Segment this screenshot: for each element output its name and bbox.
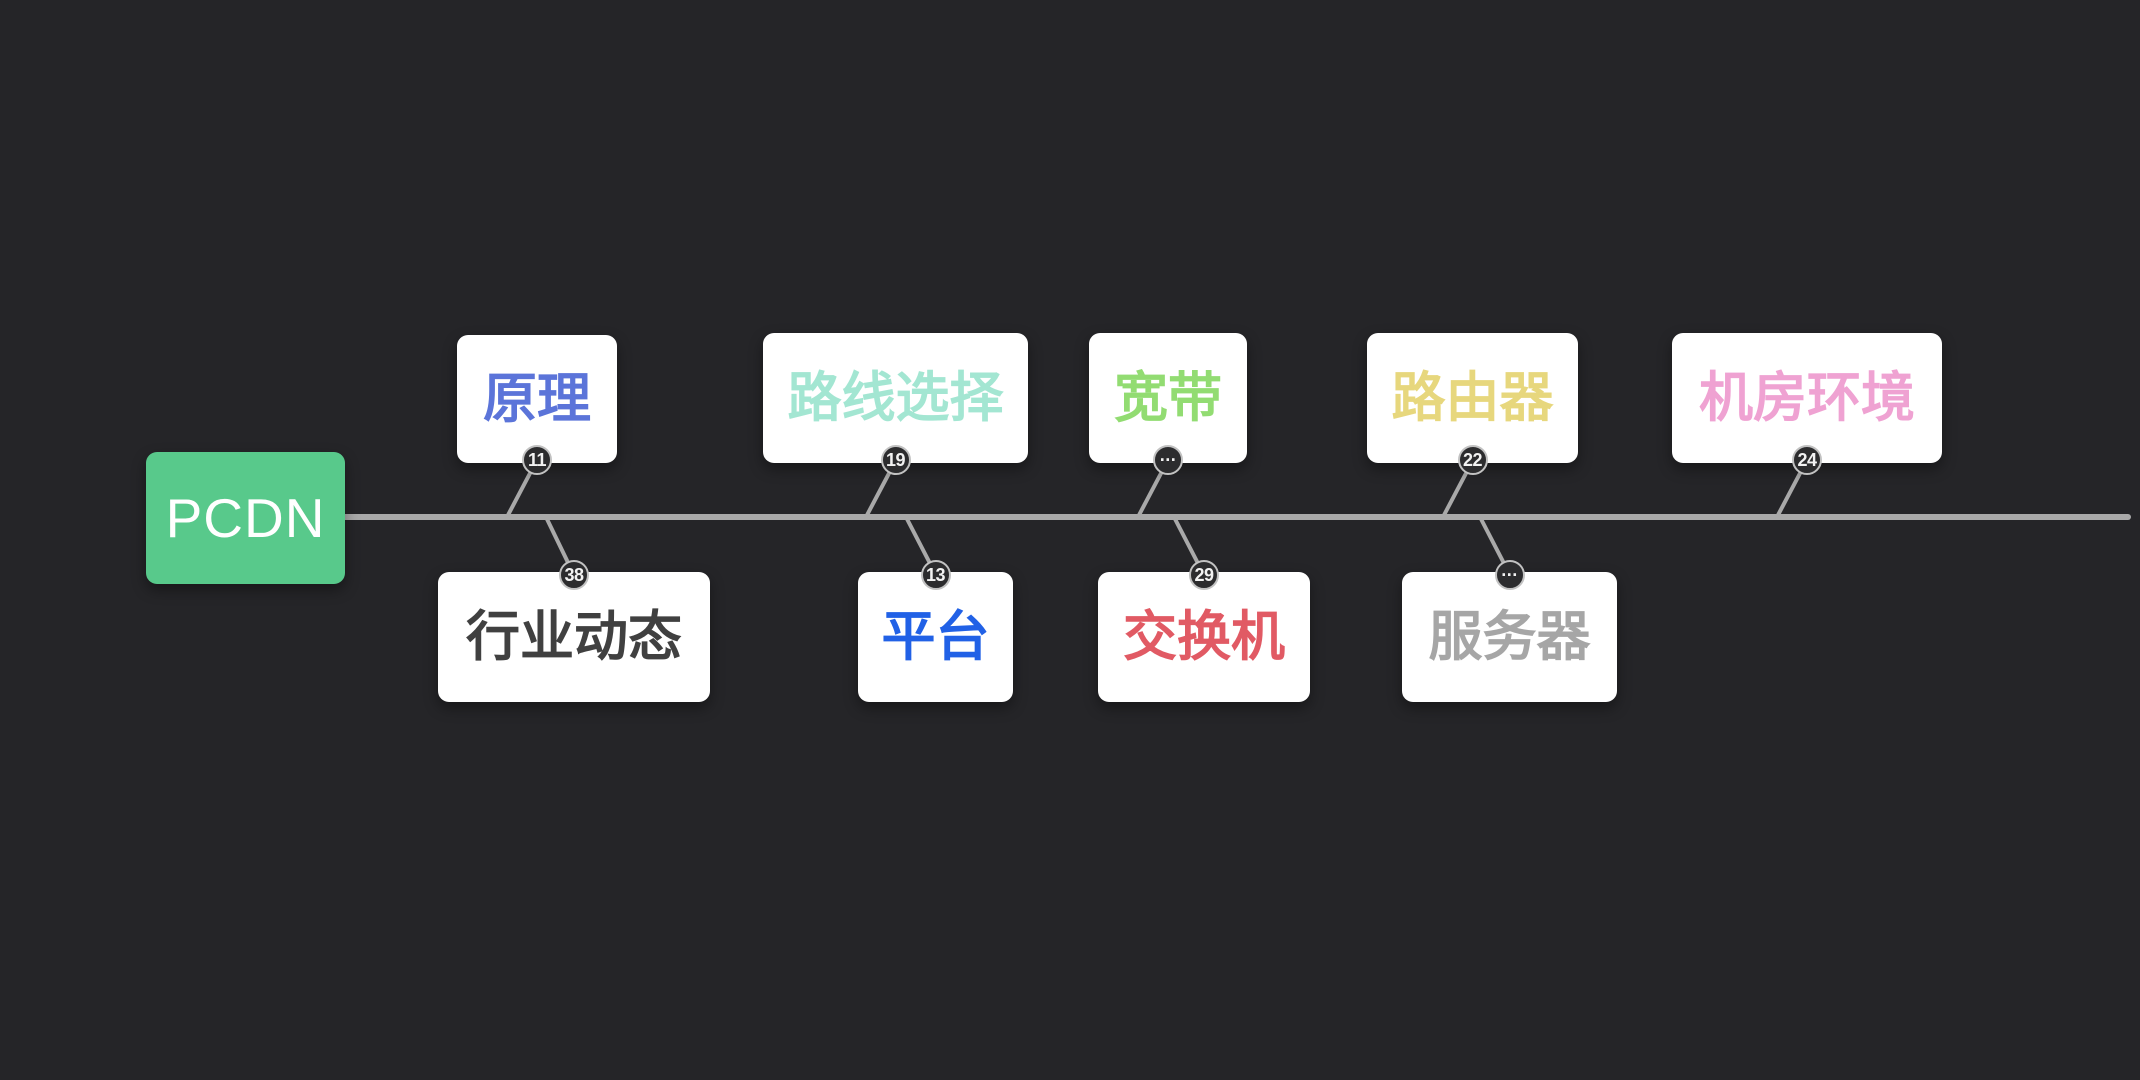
collapse-count-badge[interactable]: ··· — [1494, 560, 1525, 590]
collapse-count-badge[interactable]: ··· — [1153, 445, 1183, 475]
branch-label: 路由器 — [1391, 368, 1554, 428]
collapse-count-badge[interactable]: 38 — [559, 560, 589, 590]
branch-node-pingtai[interactable]: 平台 13 — [858, 560, 1013, 702]
branch-label: 平台 — [881, 607, 990, 667]
branch-node-luyouqi[interactable]: 路由器 22 — [1367, 333, 1578, 475]
collapse-count-badge[interactable]: 29 — [1189, 560, 1219, 590]
collapse-count-badge[interactable]: 11 — [522, 445, 552, 475]
branch-node-jiaohuanji[interactable]: 交换机 29 — [1098, 560, 1310, 702]
branch-label: 宽带 — [1114, 368, 1222, 428]
branch-label: 交换机 — [1123, 607, 1285, 667]
collapse-count-badge[interactable]: 24 — [1792, 445, 1822, 475]
collapse-count-badge[interactable]: 22 — [1457, 445, 1488, 475]
branch-label: 原理 — [483, 369, 591, 429]
branch-label: 行业动态 — [466, 607, 682, 667]
root-node-pcdn[interactable]: PCDN — [146, 452, 345, 584]
branch-node-kuandai[interactable]: 宽带 ··· — [1089, 333, 1247, 475]
branch-label: 路线选择 — [787, 368, 1004, 428]
branch-node-luxian-xuanze[interactable]: 路线选择 19 — [763, 333, 1028, 475]
branch-label: 机房环境 — [1699, 368, 1915, 428]
collapse-count-badge[interactable]: 19 — [880, 445, 911, 475]
branch-node-yuanli[interactable]: 原理 11 — [457, 335, 617, 475]
branch-node-hangye-dongtai[interactable]: 行业动态 38 — [438, 560, 710, 702]
branch-node-jifang-huanjing[interactable]: 机房环境 24 — [1672, 333, 1942, 475]
root-label: PCDN — [165, 486, 326, 549]
branch-node-fuwuqi[interactable]: 服务器 ··· — [1402, 560, 1617, 702]
collapse-count-badge[interactable]: 13 — [920, 560, 951, 590]
branch-label: 服务器 — [1428, 607, 1591, 667]
